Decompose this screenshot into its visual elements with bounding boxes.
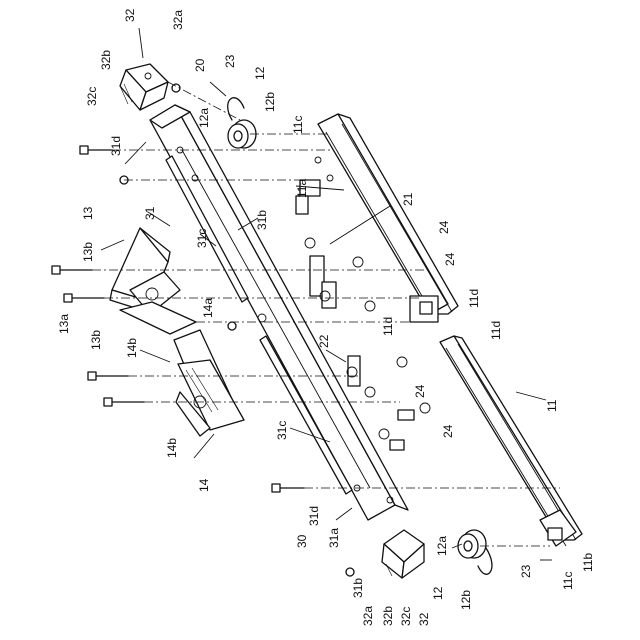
label-23-bot: 23 (519, 564, 533, 578)
label-31c-top: 31c (195, 229, 209, 248)
label-13: 13 (81, 206, 95, 220)
label-12a-bot: 12a (435, 536, 449, 556)
label-20: 20 (193, 58, 207, 72)
label-31d-top: 31d (109, 136, 123, 156)
label-13b-mid: 13b (89, 330, 103, 350)
bracket-14 (174, 330, 244, 436)
label-12-bot: 12 (431, 586, 445, 600)
label-30: 30 (295, 534, 309, 548)
label-11: 11 (545, 399, 559, 412)
cap-32-bottom (382, 530, 424, 578)
label-23-top: 23 (223, 54, 237, 68)
label-11c-bot: 11c (561, 572, 575, 590)
label-32-bot: 32 (417, 612, 431, 626)
label-12b-top: 12b (263, 92, 277, 112)
label-24-a: 24 (437, 220, 451, 234)
label-32b-top: 32b (99, 50, 113, 70)
label-22: 22 (317, 334, 331, 348)
rail-11 (440, 336, 582, 546)
label-14b-top: 14b (125, 338, 139, 358)
label-11d-a: 11d (467, 289, 481, 308)
label-11a: 11a (295, 179, 309, 198)
bracket-13 (110, 228, 196, 334)
label-11b: 11b (581, 553, 595, 572)
label-31b-bot: 31b (351, 578, 365, 598)
label-11d-c: 11d (489, 321, 503, 340)
label-14: 14 (197, 478, 211, 492)
label-24-d: 24 (441, 424, 455, 438)
label-24-b: 24 (443, 252, 457, 266)
label-12b-bot: 12b (459, 590, 473, 610)
label-31d-bot: 31d (307, 506, 321, 526)
label-32a-bot: 32a (361, 606, 375, 626)
label-31: 31 (143, 206, 157, 220)
label-32-top: 32 (123, 8, 137, 22)
label-31c-bot: 31c (275, 421, 289, 440)
label-21: 21 (401, 192, 415, 206)
rail-11-upper (318, 114, 458, 322)
label-24-c: 24 (413, 384, 427, 398)
label-31b-top: 31b (255, 210, 269, 230)
pulley-12-top (228, 98, 256, 148)
label-32b-bot: 32b (381, 606, 395, 626)
label-32a-top: 32a (171, 10, 185, 30)
label-31a: 31a (327, 528, 341, 548)
pulley-12-bottom (458, 530, 492, 574)
label-12-top: 12 (253, 66, 267, 80)
label-11c-top: 11c (291, 116, 305, 134)
cap-32-top (120, 64, 168, 110)
label-13a: 13a (57, 314, 71, 334)
label-32c-top: 32c (85, 87, 99, 106)
label-32c-bot: 32c (399, 607, 413, 626)
label-13b-top: 13b (81, 242, 95, 262)
label-11d-b: 11d (381, 317, 395, 336)
label-12a-top: 12a (197, 108, 211, 128)
label-14b-bot: 14b (165, 438, 179, 458)
label-14a: 14a (201, 298, 215, 318)
